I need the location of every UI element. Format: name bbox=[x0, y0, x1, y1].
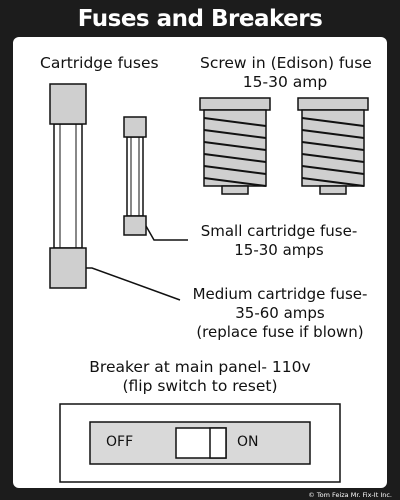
label-breaker-line1: Breaker at main panel- 110v bbox=[89, 358, 311, 376]
label-small-line1: Small cartridge fuse- bbox=[200, 222, 358, 240]
small-fuse-pointer bbox=[145, 225, 188, 241]
label-screw-in-line2: 15-30 amp bbox=[242, 73, 328, 91]
medium-cartridge-fuse bbox=[49, 83, 87, 289]
copyright-credit: © Tom Feiza Mr. Fix-It Inc. bbox=[308, 491, 392, 499]
label-breaker-line2: (flip switch to reset) bbox=[122, 377, 278, 395]
label-small-line2: 15-30 amps bbox=[234, 241, 324, 259]
label-medium-line1: Medium cartridge fuse- bbox=[192, 285, 368, 303]
screw-in-fuse-left bbox=[199, 97, 271, 195]
label-small-cartridge-fuse: Small cartridge fuse- 15-30 amps bbox=[190, 222, 368, 260]
label-breaker: Breaker at main panel- 110v (flip switch… bbox=[60, 358, 340, 396]
label-screw-in-fuse: Screw in (Edison) fuse 15-30 amp bbox=[200, 54, 372, 92]
screw-in-fuse-right bbox=[297, 97, 369, 195]
small-cartridge-fuse bbox=[123, 116, 147, 236]
medium-fuse-pointer bbox=[86, 267, 181, 301]
label-screw-in-line1: Screw in (Edison) fuse bbox=[200, 54, 372, 72]
breaker-off-label: OFF bbox=[106, 434, 134, 450]
diagram-title: Fuses and Breakers bbox=[77, 6, 323, 32]
breaker bbox=[59, 403, 341, 483]
label-medium-line3: (replace fuse if blown) bbox=[196, 323, 364, 341]
breaker-on-label: ON bbox=[237, 434, 259, 450]
label-medium-line2: 35-60 amps bbox=[235, 304, 325, 322]
label-medium-cartridge-fuse: Medium cartridge fuse- 35-60 amps (repla… bbox=[186, 285, 374, 342]
label-cartridge-fuses: Cartridge fuses bbox=[40, 54, 159, 72]
